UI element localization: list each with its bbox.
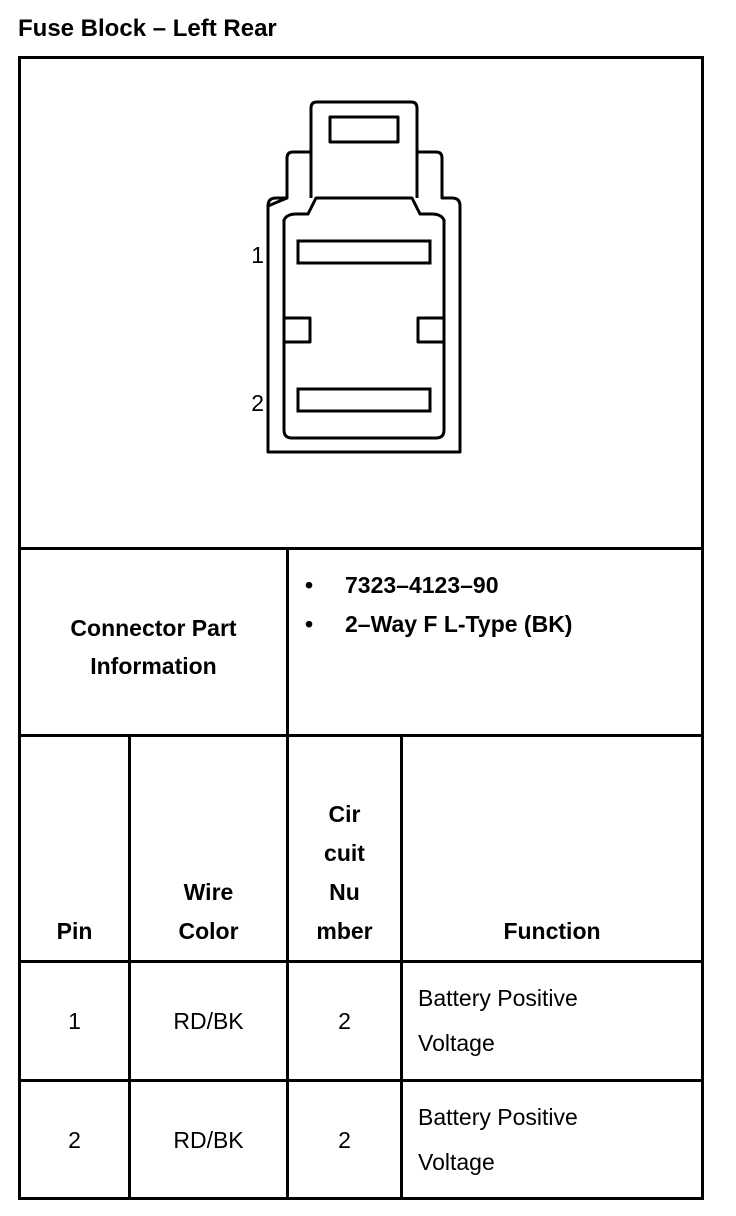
terminal-cavity-2 xyxy=(296,387,432,413)
divider xyxy=(18,960,704,963)
circuit-cell: 2 xyxy=(338,1008,351,1034)
wire-color-cell: RD/BK xyxy=(173,1008,244,1034)
wire-color-cell: RD/BK xyxy=(173,1126,244,1153)
divider xyxy=(128,734,131,1200)
function-cell: Battery Positive Voltage xyxy=(418,985,578,1056)
connector-description: 2–Way F L-Type (BK) xyxy=(345,611,573,637)
function-cell: Battery Positive Voltage xyxy=(418,1104,578,1175)
connector-diagram: 12 xyxy=(251,100,462,454)
header-pin: Pin xyxy=(56,918,93,944)
pin-cell: 2 xyxy=(68,1126,81,1153)
list-item: • 7323–4123–90 xyxy=(305,566,572,605)
connector-part-label: Connector Part Information xyxy=(70,615,237,679)
header-wire-color: Wire Color xyxy=(178,879,239,944)
terminal-cavity-1 xyxy=(296,239,432,265)
divider xyxy=(400,734,403,1200)
pin-cell: 1 xyxy=(68,1008,81,1034)
connector-table xyxy=(18,56,704,1200)
header-circuit-number: Cir cuit Nu mber xyxy=(316,801,373,944)
pin-label-1: 1 xyxy=(251,242,264,268)
pin-label-2: 2 xyxy=(251,390,264,416)
connector-part-list: • 7323–4123–90 • 2–Way F L-Type (BK) xyxy=(305,566,572,644)
page-title: Fuse Block – Left Rear xyxy=(18,15,277,42)
list-item: • 2–Way F L-Type (BK) xyxy=(305,605,572,644)
bullet-icon: • xyxy=(305,572,314,598)
divider xyxy=(286,547,289,1200)
divider xyxy=(18,734,704,737)
divider xyxy=(18,547,704,550)
bullet-icon: • xyxy=(305,611,314,637)
circuit-cell: 2 xyxy=(338,1126,351,1153)
header-function: Function xyxy=(503,918,601,944)
part-number: 7323–4123–90 xyxy=(345,572,499,598)
divider xyxy=(18,1079,704,1082)
